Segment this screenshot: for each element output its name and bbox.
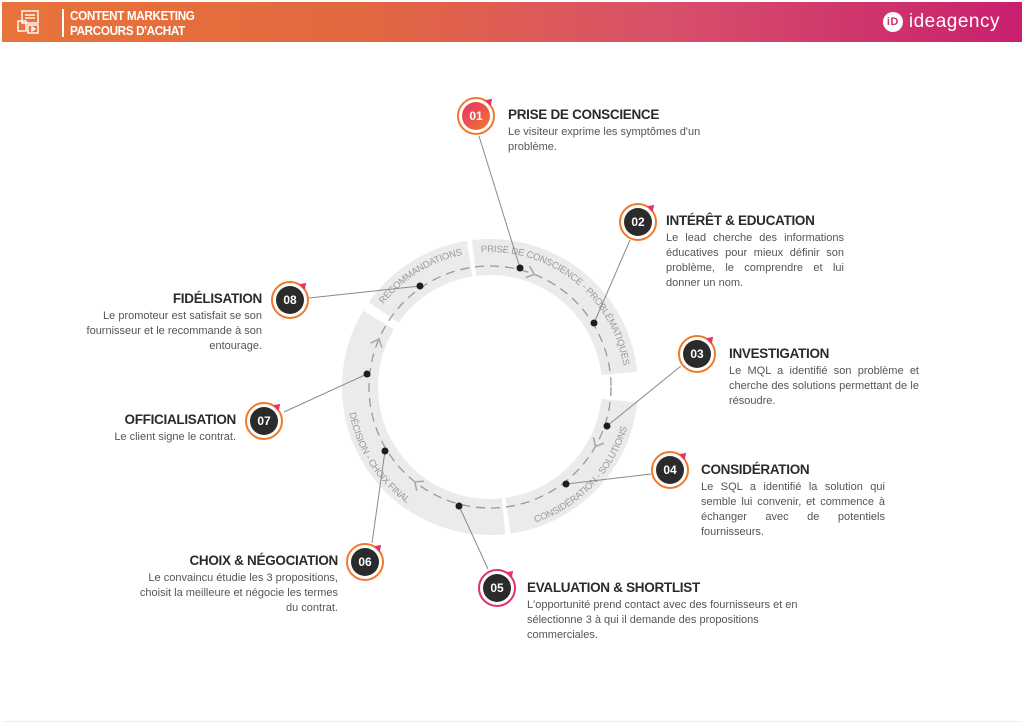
ring-segment <box>368 240 474 324</box>
stage-description: Le SQL a identifié la solution qui sembl… <box>701 481 885 538</box>
badge-ring <box>457 97 495 135</box>
header-title-line1: CONTENT MARKETING <box>70 8 195 23</box>
stage-number: 05 <box>483 574 511 602</box>
stage-badge: 07 <box>245 401 283 440</box>
stage-dot <box>590 319 598 327</box>
direction-arrow-icon <box>525 265 536 279</box>
connector-line <box>478 135 521 269</box>
stage-badge: 08 <box>271 280 309 319</box>
stage-description: L'opportunité prend contact avec des fou… <box>527 599 798 641</box>
direction-arrow-icon <box>413 480 425 492</box>
badge-ring <box>346 543 384 581</box>
stage-number: 07 <box>250 407 278 435</box>
stage-number: 03 <box>683 340 711 368</box>
content-marketing-icon <box>17 10 39 34</box>
stage-dot <box>562 480 570 488</box>
stage-05: EVALUATION & SHORTLIST L'opportunité pren… <box>527 580 807 643</box>
header-title: CONTENT MARKETING PARCOURS D'ACHAT <box>70 8 195 38</box>
stage-description: Le lead cherche des informations éducati… <box>666 232 844 289</box>
connector-line <box>371 450 386 544</box>
stage-title: PRISE DE CONSCIENCE <box>508 107 660 122</box>
stage-title: INTÉRÊT & EDUCATION <box>666 213 815 228</box>
stage-description: Le client signe le contrat. <box>114 431 236 443</box>
stage-badge: 03 <box>678 334 716 373</box>
stage-04: CONSIDÉRATION Le SQL a identifié la solut… <box>701 462 885 540</box>
stage-badge: 01 <box>457 96 495 135</box>
stage-dot <box>363 370 371 378</box>
stage-dot <box>455 502 463 510</box>
ideagency-logo: iD ideagency <box>882 11 1000 33</box>
stage-02: INTÉRÊT & EDUCATION Le lead cherche des i… <box>666 213 844 291</box>
direction-arrow-icon <box>370 337 383 348</box>
connector-line <box>283 373 368 413</box>
stage-badge: 06 <box>346 542 384 581</box>
logo-text: ideagency <box>908 11 1000 32</box>
stage-title: FIDÉLISATION <box>172 291 262 306</box>
stage-number: 08 <box>276 286 304 314</box>
connector-line <box>565 473 652 485</box>
connector-line <box>606 365 682 427</box>
badge-ring <box>651 451 689 489</box>
stage-number: 04 <box>656 456 684 484</box>
stage-number: 01 <box>462 102 490 130</box>
stage-title: CHOIX & NÉGOCIATION <box>189 553 338 568</box>
stage-description: Le promoteur est satisfait se son fourni… <box>86 310 262 352</box>
stage-title: EVALUATION & SHORTLIST <box>527 580 700 595</box>
badge-ring <box>245 402 283 440</box>
stage-01: PRISE DE CONSCIENCE Le visiteur exprime l… <box>508 107 708 155</box>
badge-ring <box>478 569 516 607</box>
stage-description: Le MQL a identifié son problème et cherc… <box>729 365 919 407</box>
dashed-cycle-line <box>368 265 612 509</box>
stage-badge: 02 <box>619 202 657 241</box>
ring-segment <box>471 239 638 376</box>
logo-mark: iD <box>882 12 903 32</box>
stage-08: FIDÉLISATION Le promoteur est satisfait s… <box>72 291 263 354</box>
stage-number: 02 <box>624 208 652 236</box>
badge-ring <box>678 335 716 373</box>
header-title-line2: PARCOURS D'ACHAT <box>70 23 185 38</box>
ring-segment <box>342 310 506 535</box>
connector-line <box>458 505 489 570</box>
stage-description: Le convaincu étudie les 3 propositions, … <box>139 572 338 614</box>
stage-badge: 05 <box>478 568 516 607</box>
stage-dot <box>381 447 389 455</box>
connector-line <box>593 239 631 324</box>
stage-description: Le visiteur exprime les symptômes d'un p… <box>508 126 701 153</box>
ring-segment <box>505 398 638 534</box>
stage-number: 06 <box>351 548 379 576</box>
header-divider <box>62 9 64 37</box>
stage-badge: 04 <box>651 450 689 489</box>
page-border <box>2 721 1022 722</box>
badge-ring <box>271 281 309 319</box>
header-banner: CONTENT MARKETING PARCOURS D'ACHAT iD id… <box>2 2 1022 42</box>
stage-title: INVESTIGATION <box>729 346 830 361</box>
badge-ring <box>619 203 657 241</box>
stage-title: OFFICIALISATION <box>124 412 237 427</box>
stage-dot <box>416 282 424 290</box>
stage-dot <box>603 422 611 430</box>
stage-03: INVESTIGATION Le MQL a identifié son prob… <box>729 346 919 409</box>
stage-dot <box>516 264 524 272</box>
stage-07: OFFICIALISATION Le client signe le contra… <box>36 412 236 445</box>
connector-line <box>308 285 421 299</box>
direction-arrow-icon <box>592 437 605 448</box>
stage-06: CHOIX & NÉGOCIATION Le convaincu étudie l… <box>138 553 338 616</box>
stage-title: CONSIDÉRATION <box>701 462 810 477</box>
